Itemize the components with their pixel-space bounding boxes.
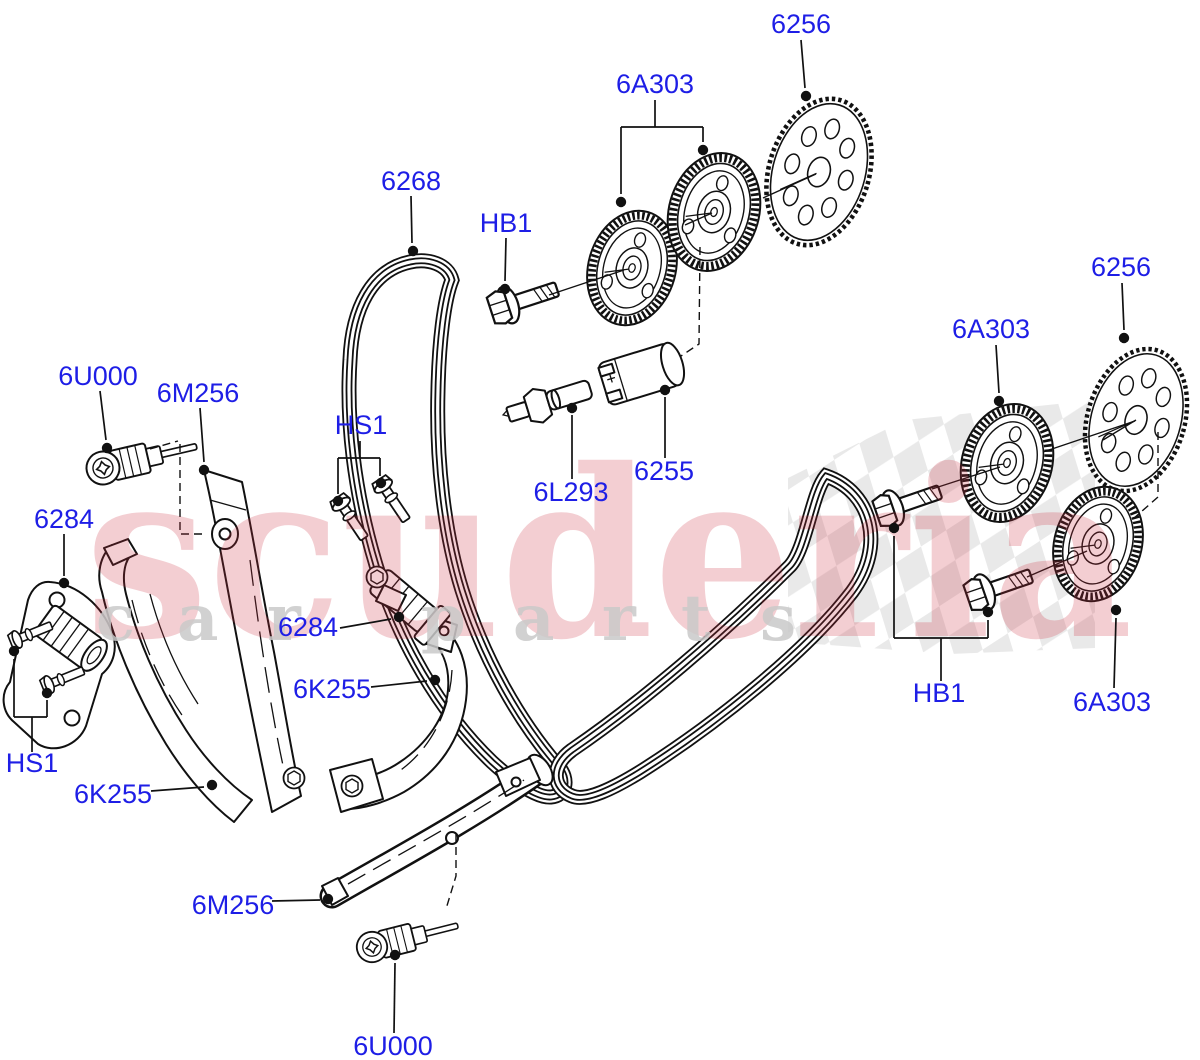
part-label-6k255-right[interactable]: 6K255	[293, 674, 371, 704]
part-label-6k255-left[interactable]: 6K255	[74, 779, 152, 809]
tensioner-bolt-6u000-bottom-drawing	[352, 909, 463, 967]
chain-guide-left-6k255-drawing	[98, 538, 253, 823]
part-label-6l293[interactable]: 6L293	[533, 477, 608, 507]
part-label-6268[interactable]: 6268	[381, 166, 441, 196]
tensioner-arm-left-6m256-drawing	[203, 469, 306, 813]
part-label-6m256-left[interactable]: 6M256	[157, 378, 240, 408]
axis-lines	[149, 173, 1159, 910]
vvt-solenoid-6l293-drawing	[501, 379, 593, 424]
leader-lines	[8, 39, 1130, 1034]
part-label-6284-middle[interactable]: 6284	[278, 612, 338, 642]
part-label-hb1-right[interactable]: HB1	[913, 678, 966, 708]
part-label-6256-top[interactable]: 6256	[771, 9, 831, 39]
camshaft-bolt-hb1-top-drawing	[483, 269, 565, 330]
part-label-hb1-top[interactable]: HB1	[480, 208, 533, 238]
part-label-6m256-bottom[interactable]: 6M256	[192, 890, 275, 920]
chain-tensioner-left-6284-drawing	[2, 580, 116, 750]
part-labels: 6256 6A303 6268 HB1 6U000 6M256 HS1 6284…	[6, 9, 1151, 1060]
chain-guide-right-6k255-drawing	[329, 615, 468, 813]
guide-rail-bottom-6m256-drawing	[319, 753, 554, 909]
part-label-6u000-bottom[interactable]: 6U000	[353, 1031, 433, 1060]
part-label-6a303-top[interactable]: 6A303	[616, 69, 694, 99]
vvt-actuator-6255-drawing	[597, 341, 686, 406]
part-label-6256-right[interactable]: 6256	[1091, 252, 1151, 282]
brand-watermark: scuderia carparts	[85, 418, 1133, 691]
part-label-hs1-middle[interactable]: HS1	[335, 410, 388, 440]
camshaft-sprocket-6256-top-drawing	[749, 86, 888, 259]
brand-watermark-text: scuderia	[85, 418, 1133, 691]
part-label-6a303-right[interactable]: 6A303	[952, 314, 1030, 344]
part-label-6u000-top[interactable]: 6U000	[58, 361, 138, 391]
part-label-6a303-bottom-right[interactable]: 6A303	[1073, 687, 1151, 717]
part-label-hs1-bottom-left[interactable]: HS1	[6, 748, 59, 778]
part-label-6255[interactable]: 6255	[634, 456, 694, 486]
tagline-watermark-text: carparts	[96, 581, 796, 656]
chain-tensioner-middle-6284-drawing	[365, 565, 451, 646]
part-label-6284-left[interactable]: 6284	[34, 504, 94, 534]
